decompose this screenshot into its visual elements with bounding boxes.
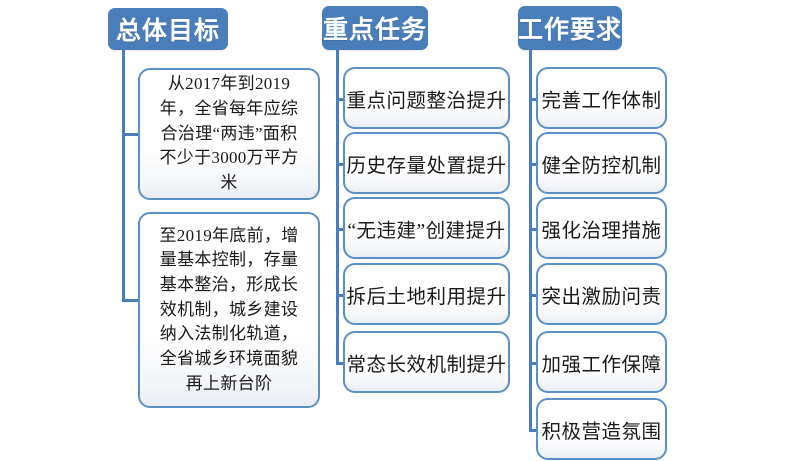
node-key-task-4-text: 拆后土地利用提升 bbox=[346, 286, 507, 308]
node-key-task-5[interactable]: 常态长效机制提升 bbox=[343, 331, 510, 393]
connector-vline-work-requirements bbox=[529, 50, 532, 432]
node-key-task-4[interactable]: 拆后土地利用提升 bbox=[343, 263, 510, 325]
connector-stub-req-1 bbox=[529, 98, 538, 101]
node-overall-goal-1[interactable]: 从2017年到2019年，全省每年应综合治理“两违”面积不少于3000万平方米 bbox=[138, 68, 320, 200]
connector-stub-req-5 bbox=[529, 362, 538, 365]
column-header-work-requirements[interactable]: 工作要求 bbox=[518, 6, 622, 50]
connector-stub-task-2 bbox=[336, 163, 345, 166]
connector-stub-goal-1 bbox=[122, 133, 140, 136]
connector-stub-task-1 bbox=[336, 98, 345, 101]
node-key-task-1-text: 重点问题整治提升 bbox=[346, 90, 507, 112]
connector-stub-req-6 bbox=[529, 429, 538, 432]
node-key-task-2-text: 历史存量处置提升 bbox=[346, 155, 507, 177]
node-overall-goal-2-text: 至2019年底前，增量基本控制，存量基本整治，形成长效机制，城乡建设纳入法制化轨… bbox=[159, 225, 299, 393]
node-key-task-5-text: 常态长效机制提升 bbox=[346, 354, 507, 376]
node-overall-goal-2[interactable]: 至2019年底前，增量基本控制，存量基本整治，形成长效机制，城乡建设纳入法制化轨… bbox=[138, 212, 320, 408]
node-work-requirement-4-text: 突出激励问责 bbox=[541, 286, 662, 308]
node-work-requirement-3[interactable]: 强化治理措施 bbox=[536, 197, 667, 259]
node-key-task-1[interactable]: 重点问题整治提升 bbox=[343, 67, 510, 129]
node-work-requirement-2-text: 健全防控机制 bbox=[541, 155, 662, 177]
node-key-task-3-text: “无违建”创建提升 bbox=[347, 220, 506, 242]
connector-stub-req-3 bbox=[529, 228, 538, 231]
connector-vline-overall-goal bbox=[122, 50, 125, 302]
connector-stub-task-5 bbox=[336, 362, 345, 365]
node-work-requirement-6[interactable]: 积极营造氛围 bbox=[536, 398, 667, 460]
column-header-key-tasks[interactable]: 重点任务 bbox=[322, 6, 428, 50]
node-work-requirement-5-text: 加强工作保障 bbox=[541, 354, 662, 376]
connector-vline-key-tasks bbox=[336, 50, 339, 365]
node-work-requirement-6-text: 积极营造氛围 bbox=[541, 421, 662, 443]
node-work-requirement-2[interactable]: 健全防控机制 bbox=[536, 132, 667, 194]
connector-stub-task-3 bbox=[336, 228, 345, 231]
connector-stub-req-4 bbox=[529, 294, 538, 297]
connector-stub-task-4 bbox=[336, 294, 345, 297]
node-key-task-2[interactable]: 历史存量处置提升 bbox=[343, 132, 510, 194]
node-work-requirement-3-text: 强化治理措施 bbox=[541, 220, 662, 242]
node-work-requirement-1[interactable]: 完善工作体制 bbox=[536, 67, 667, 129]
connector-stub-goal-2 bbox=[122, 299, 140, 302]
node-work-requirement-4[interactable]: 突出激励问责 bbox=[536, 263, 667, 325]
connector-stub-req-2 bbox=[529, 163, 538, 166]
node-work-requirement-1-text: 完善工作体制 bbox=[541, 90, 662, 112]
node-key-task-3[interactable]: “无违建”创建提升 bbox=[343, 197, 510, 259]
node-overall-goal-1-text: 从2017年到2019年，全省每年应综合治理“两违”面积不少于3000万平方米 bbox=[159, 74, 299, 192]
column-header-overall-goal[interactable]: 总体目标 bbox=[108, 8, 228, 50]
node-work-requirement-5[interactable]: 加强工作保障 bbox=[536, 331, 667, 393]
